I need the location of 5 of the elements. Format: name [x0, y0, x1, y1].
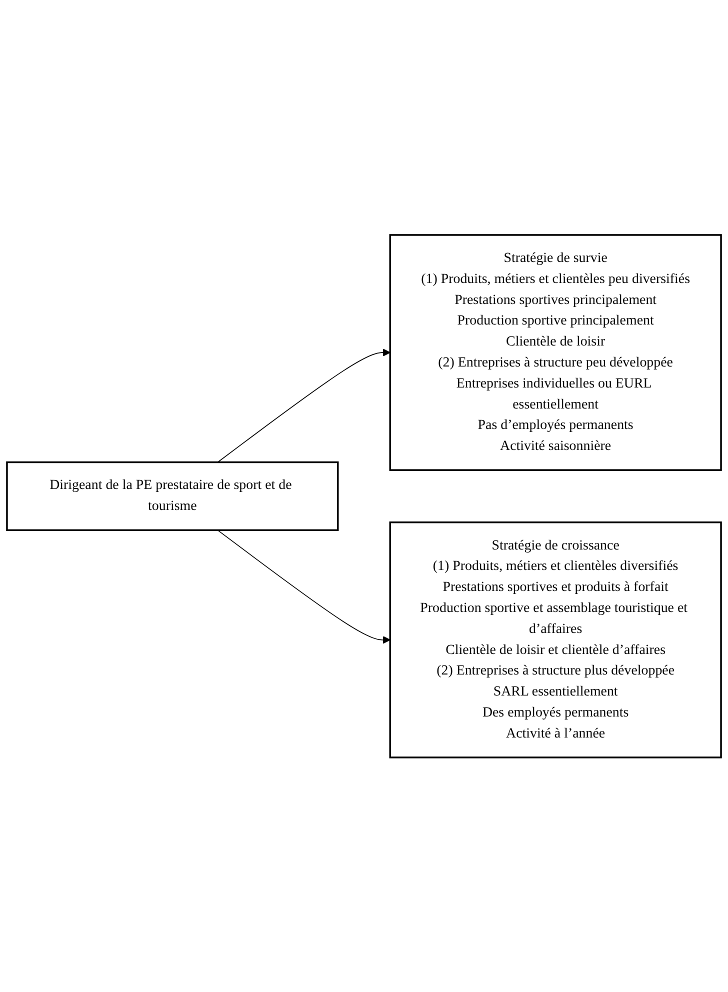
arrow — [217, 530, 390, 644]
node-box: Dirigeant de la PE prestataire de sport et de tourisme — [6, 461, 339, 531]
arrow — [217, 348, 390, 462]
node-box: Stratégie de survie (1) Produits, métiers et clientèles peu diversifiés Prestations sportives principalement Production sportive principalement Clientèle de loisir (2) Entreprises à structure peu développée Entreprises individuelles ou EURL essentiellement Pas d’employés permanents Activité saisonnière — [389, 234, 722, 471]
node-box: Stratégie de croissance (1) Produits, métiers et clientèles diversifiés Prestations sportives et produits à forfait Production sportive et assemblage touristique et d’affaires Clientèle de loisir et clientèle d’affaires (2) Entreprises à structure plus développée SARL essentiellement Des employés permanents Activité à l’année — [389, 521, 722, 758]
